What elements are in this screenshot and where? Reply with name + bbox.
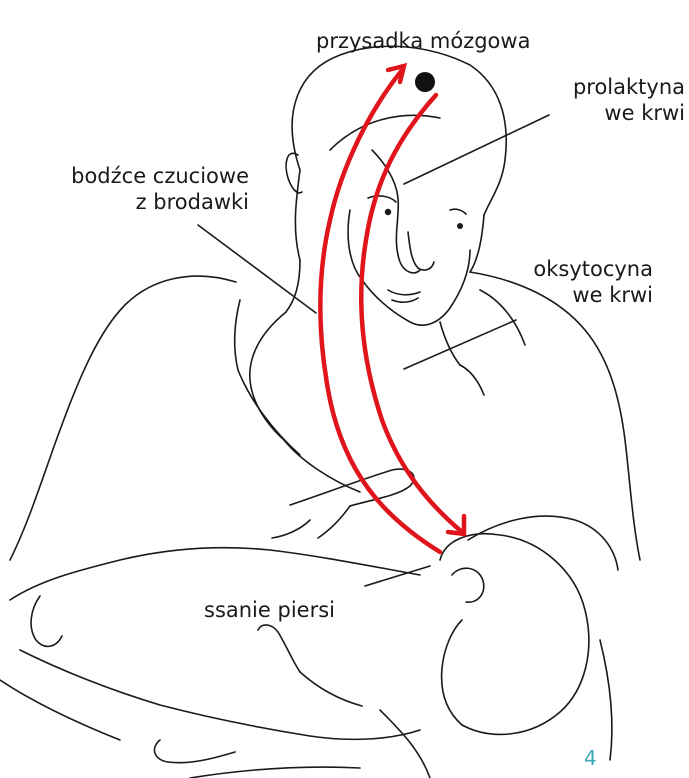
pituitary-label-text: przysadka mózgowa [316, 28, 530, 54]
oxytocin-arrow [361, 95, 462, 532]
oxytocin-leader [404, 320, 516, 369]
mother-nose [408, 232, 434, 270]
baby-head [440, 534, 589, 735]
mother-face [372, 150, 420, 273]
mother-and-baby-illustration [0, 46, 640, 778]
prolactin-label-line2: we krwi [573, 100, 685, 126]
mother-brow [368, 196, 396, 202]
pituitary-label: przysadka mózgowa [316, 28, 530, 54]
baby-ear [452, 568, 484, 602]
suckling-label-text: ssanie piersi [204, 597, 335, 623]
stimuli-leader [198, 225, 316, 313]
prolactin-leader [404, 115, 549, 184]
oxytocin-label: oksytocyna we krwi [533, 256, 653, 308]
prolactin-label-line1: prolaktyna [573, 74, 685, 100]
suckling-leader [365, 566, 430, 586]
pituitary-dot [415, 72, 435, 92]
baby-body [10, 548, 420, 600]
page-number: 4 [584, 746, 597, 770]
prolactin-label: prolaktyna we krwi [573, 74, 685, 126]
mother-hand [290, 469, 414, 506]
oxytocin-label-line1: oksytocyna [533, 256, 653, 282]
stimuli-label-line2: z brodawki [71, 189, 249, 215]
oxytocin-label-line2: we krwi [533, 282, 653, 308]
mother-support-hand [258, 625, 300, 672]
stimuli-label-line1: bodźce czuciowe [71, 163, 249, 189]
mother-mouth [388, 290, 420, 295]
mother-left-shoulder [10, 276, 236, 560]
stimuli-label: bodźce czuciowe z brodawki [71, 163, 249, 215]
suckling-label: ssanie piersi [204, 597, 335, 623]
leader-lines [198, 115, 549, 586]
